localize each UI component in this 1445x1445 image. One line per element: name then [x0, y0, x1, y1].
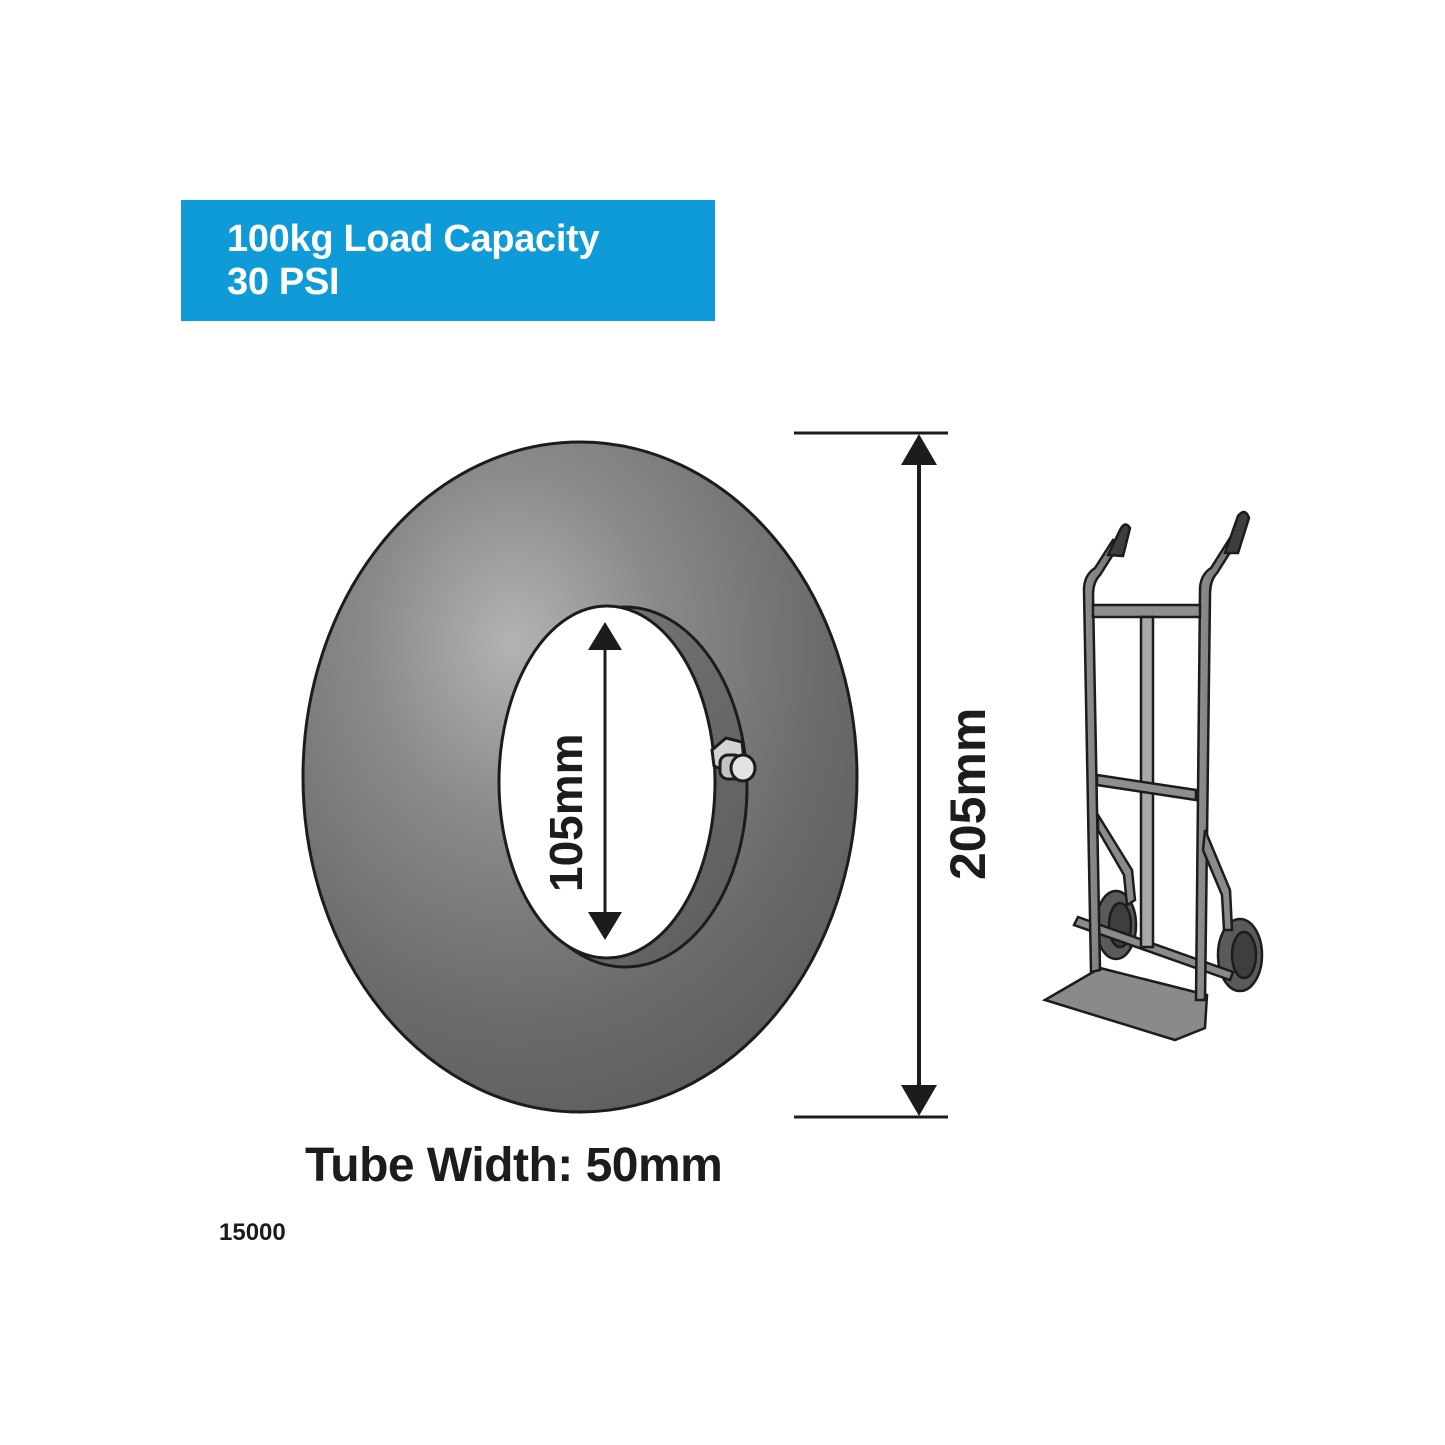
sack-truck-icon	[1041, 510, 1264, 1042]
load-capacity-text: 100kg Load Capacity	[227, 218, 600, 260]
inner-diameter-label: 105mm	[540, 733, 592, 892]
pressure-text: 30 PSI	[227, 261, 340, 303]
inner-diameter-arrow	[588, 622, 622, 940]
valve-icon	[710, 736, 757, 783]
outer-diameter-label: 205mm	[940, 708, 996, 880]
outer-diameter-arrow	[794, 431, 948, 1119]
product-code: 15000	[219, 1219, 286, 1246]
tube-icon	[301, 440, 859, 1114]
spec-banner: 100kg Load Capacity 30 PSI	[181, 200, 715, 321]
tube-width-caption: Tube Width: 50mm	[305, 1139, 723, 1192]
